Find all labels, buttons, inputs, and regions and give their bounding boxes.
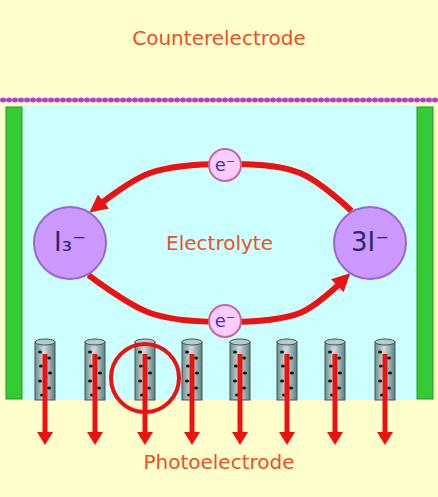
electrode-band: Counterelectrode	[0, 0, 438, 96]
node-label: Counterelectrode	[132, 26, 306, 50]
photoelectrode-band	[0, 400, 438, 497]
nanotube	[230, 339, 250, 445]
electron-circle: e⁻	[208, 304, 243, 339]
node-label: e⁻	[215, 310, 236, 332]
sealant-bar	[6, 107, 22, 399]
nanotube	[85, 339, 105, 445]
catalyst-dots	[3, 98, 438, 103]
sealant-bar	[417, 107, 433, 399]
counterelectrode-band	[0, 0, 438, 97]
catalyst-layer	[0, 99, 438, 102]
nanotube	[325, 339, 345, 445]
electrolyte-region: Electrolyte e⁻ I₃⁻ 3I⁻ e⁻	[22, 105, 417, 400]
electron-circle: e⁻	[208, 148, 243, 183]
node-label: 3I⁻	[351, 227, 389, 258]
nanotube	[182, 339, 202, 445]
nanotube	[35, 339, 55, 445]
node-label: e⁻	[215, 154, 236, 176]
node-label: Electrolyte	[166, 231, 273, 255]
node-label: I₃⁻	[54, 227, 86, 258]
electrolyte-region	[22, 105, 417, 400]
ion-circle: I₃⁻	[33, 206, 107, 280]
nanotube	[277, 339, 297, 445]
ion-circle: 3I⁻	[333, 206, 407, 280]
nanotube	[135, 339, 155, 445]
electrode-band: Photoelectrode	[0, 400, 438, 497]
highlight-circle	[111, 344, 179, 412]
node-label: Photoelectrode	[143, 450, 294, 474]
nanotube	[375, 339, 395, 445]
